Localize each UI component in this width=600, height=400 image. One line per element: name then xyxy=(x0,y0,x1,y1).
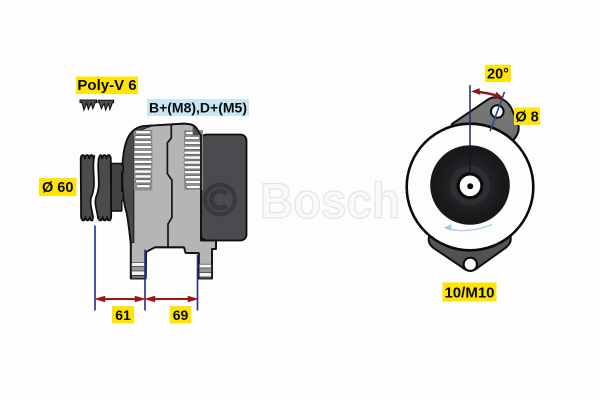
svg-text:Ø 8: Ø 8 xyxy=(515,109,538,125)
svg-text:Bosch: Bosch xyxy=(260,173,400,229)
svg-text:20°: 20° xyxy=(487,67,509,83)
svg-text:B+(M8),D+(M5): B+(M8),D+(M5) xyxy=(149,99,247,115)
svg-text:61: 61 xyxy=(115,307,131,323)
svg-text:Poly-V 6: Poly-V 6 xyxy=(77,77,136,94)
svg-text:10/M10: 10/M10 xyxy=(444,284,494,301)
svg-text:Ø 60: Ø 60 xyxy=(42,180,73,196)
svg-text:69: 69 xyxy=(173,307,189,323)
